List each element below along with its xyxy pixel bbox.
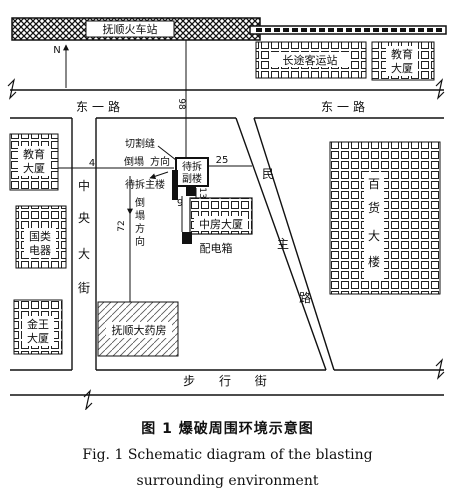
road-break-symbols	[7, 78, 445, 410]
site-plan-diagram: 抚顺火车站 长途客运站 教育 大厦 N 东一路	[7, 17, 447, 410]
to-demolish-line2: 副楼	[182, 172, 202, 185]
distance-4: 4	[89, 158, 95, 169]
department-store-1: 百	[368, 177, 380, 191]
collapse-direction-b: 倒 塌 方 向	[135, 197, 145, 248]
department-store: 百 货 大 楼	[329, 141, 441, 295]
demolition-target: 待拆 副楼	[172, 157, 209, 200]
distance-lines	[58, 40, 252, 302]
road-walking-street: 步 行 街	[183, 374, 277, 388]
education-left-line2: 大厦	[23, 161, 45, 175]
pharmacy-label: 抚顺大药房	[112, 323, 167, 337]
coach-station-label: 长途客运站	[283, 53, 338, 67]
distance-98: 98	[176, 98, 186, 110]
north-label: N	[53, 45, 60, 56]
station-label: 抚顺火车站	[103, 22, 158, 36]
road-minzhu-1: 民	[262, 167, 274, 181]
collapse-direction-b-4: 向	[135, 235, 145, 248]
jinwang-line2: 大厦	[27, 331, 49, 345]
distance-9: 9	[177, 198, 183, 209]
road-zhongyang-2: 央	[78, 211, 90, 225]
collapse-arrow-a	[149, 171, 169, 180]
road-zhongyang: 中 央 大 街	[78, 178, 90, 295]
demolish-main-label: 待拆主楼	[125, 178, 165, 191]
national-electric: 国类 电器	[15, 205, 67, 269]
road-minzhu-2: 主	[277, 237, 289, 251]
north-arrow: N	[53, 44, 69, 88]
pharmacy: 抚顺大药房	[97, 301, 179, 357]
cut-seam-label: 切割缝	[125, 137, 155, 150]
education-left-line1: 教育	[23, 147, 45, 161]
collapse-direction-b-3: 方	[135, 222, 145, 235]
zhongfang-label: 中房大厦	[199, 217, 243, 231]
collapse-direction-a-line2: 方向	[150, 155, 170, 168]
department-store-3: 大	[368, 229, 380, 243]
caption-english-line1: Fig. 1 Schematic diagram of the blasting	[82, 447, 373, 463]
caption-english-line2: surrounding environment	[136, 473, 319, 489]
cut-seam-leader	[157, 145, 177, 161]
station-label-box: 抚顺火车站	[85, 20, 175, 38]
distance-72: 72	[117, 220, 127, 231]
collapse-direction-a-line1: 倒塌	[124, 156, 144, 168]
road-zhongyang-1: 中	[78, 178, 90, 193]
distance-13: 13	[197, 187, 207, 198]
jinwang-line1: 金王	[27, 317, 49, 331]
national-electric-line2: 电器	[29, 244, 51, 257]
road-dongyi-left: 东一路	[76, 99, 124, 114]
distribution-box-label: 配电箱	[200, 241, 233, 255]
collapse-direction-b-1: 倒	[135, 197, 145, 209]
distance-25: 25	[216, 155, 229, 166]
jinwang-building: 金王 大厦	[13, 299, 63, 355]
road-zhongyang-3: 大	[78, 247, 90, 261]
education-top-line2: 大厦	[391, 61, 413, 75]
education-top-line1: 教育	[391, 47, 413, 61]
roads	[10, 89, 444, 396]
department-store-2: 货	[368, 200, 380, 215]
coach-station: 长途客运站	[255, 41, 367, 79]
distribution-box: 配电箱	[182, 232, 233, 255]
to-demolish-line1: 待拆	[182, 160, 202, 173]
national-electric-line1: 国类	[29, 229, 51, 243]
education-building-top: 教育 大厦	[371, 41, 435, 81]
road-minzhu-3: 路	[299, 290, 311, 305]
caption-chinese: 图 1 爆破周围环境示意图	[141, 421, 314, 437]
department-store-4: 楼	[368, 254, 380, 269]
education-building-left: 教育 大厦	[9, 133, 59, 191]
railway	[11, 17, 447, 41]
zhongfang-building: 中房大厦	[189, 197, 253, 235]
collapse-direction-b-2: 塌	[135, 210, 145, 222]
road-zhongyang-4: 街	[78, 281, 90, 295]
road-minzhu: 民 主 路	[262, 167, 311, 305]
road-dongyi-right: 东一路	[321, 99, 369, 114]
